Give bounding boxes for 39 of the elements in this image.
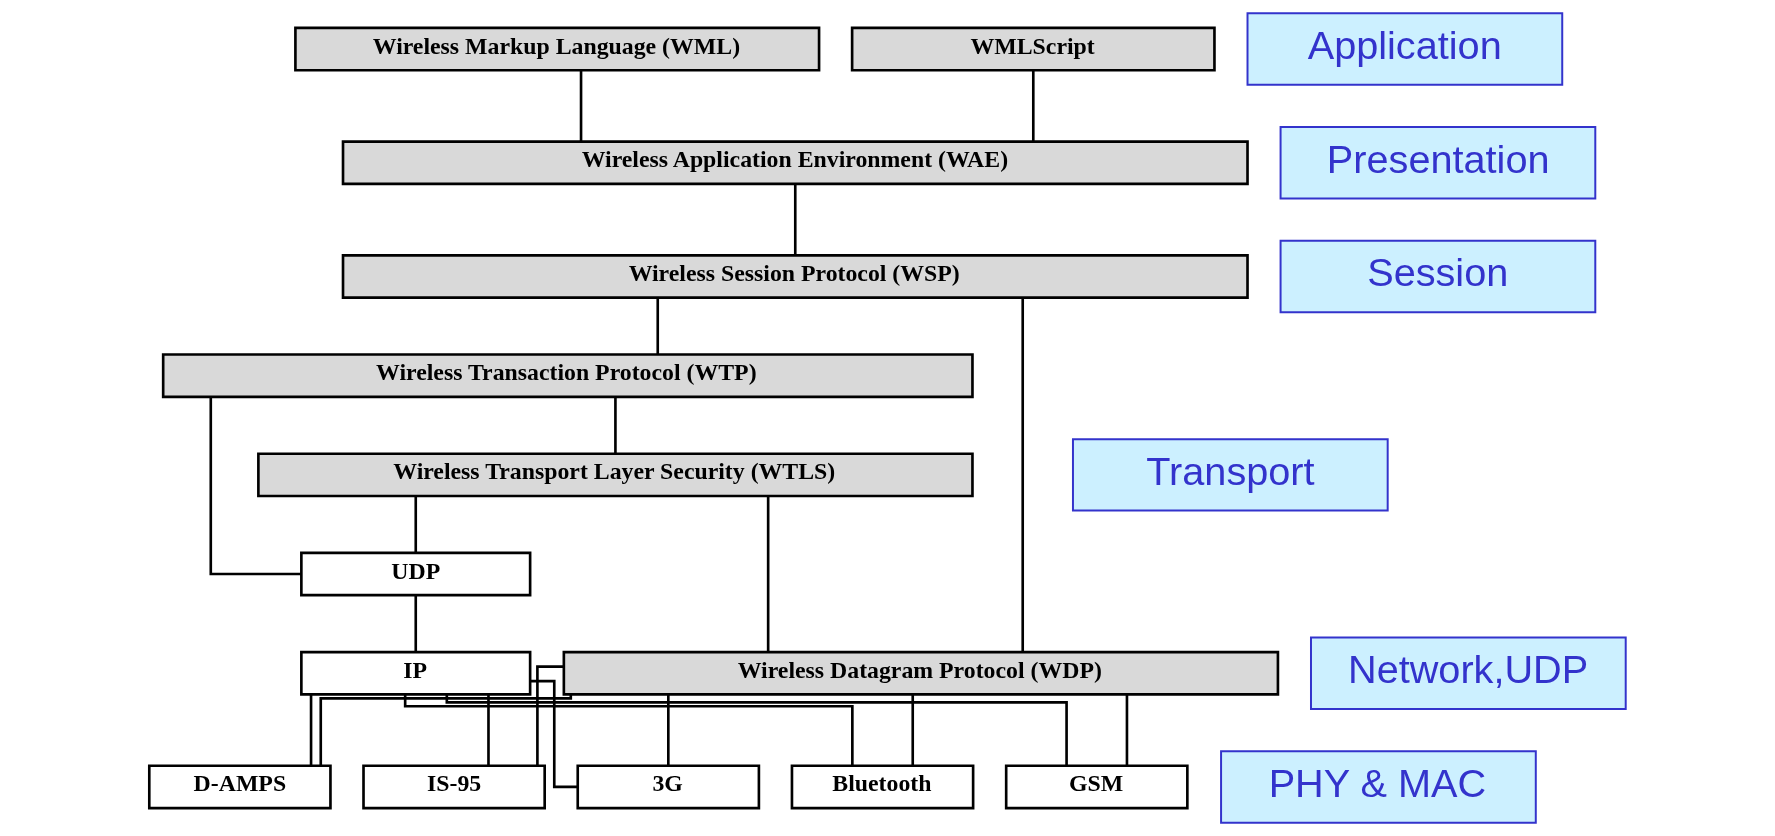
connector <box>403 694 854 766</box>
connector <box>1125 694 1129 766</box>
node-box: Wireless Transport Layer Security (WTLS) <box>257 452 974 498</box>
node-box: PHY & MAC <box>1220 750 1537 824</box>
connector <box>209 396 302 576</box>
connector <box>536 665 564 766</box>
node-box: Application <box>1246 12 1564 86</box>
node-box: IP <box>300 650 532 696</box>
node-box: GSM <box>1004 764 1189 810</box>
connector <box>445 694 1068 766</box>
node-box: Presentation <box>1279 126 1597 200</box>
node-box: WMLScript <box>850 26 1216 72</box>
connector <box>1021 297 1025 652</box>
connector <box>414 496 418 553</box>
node-box: UDP <box>300 551 532 597</box>
node-box: Wireless Datagram Protocol (WDP) <box>562 650 1280 696</box>
connector <box>414 595 418 652</box>
connector <box>766 496 770 652</box>
connector <box>579 70 583 142</box>
connector <box>487 694 490 766</box>
node-box: Network,UDP <box>1310 636 1627 710</box>
node-box: Bluetooth <box>790 764 975 810</box>
connector <box>793 184 797 256</box>
connector <box>309 694 313 766</box>
node-box: IS-95 <box>362 764 546 810</box>
node-box: Session <box>1279 239 1597 314</box>
node-box: Wireless Application Environment (WAE) <box>341 140 1249 186</box>
connector <box>614 397 617 454</box>
connector <box>1031 70 1035 142</box>
node-box: Wireless Markup Language (WML) <box>294 26 821 72</box>
connector <box>656 298 660 355</box>
connector <box>667 694 670 766</box>
connector <box>911 694 915 766</box>
connector <box>319 694 573 766</box>
node-box: Wireless Session Protocol (WSP) <box>341 254 1249 299</box>
node-box: 3G <box>576 764 761 810</box>
node-box: Transport <box>1071 438 1389 512</box>
node-box: D-AMPS <box>147 764 332 810</box>
node-box: Wireless Transaction Protocol (WTP) <box>161 353 974 399</box>
